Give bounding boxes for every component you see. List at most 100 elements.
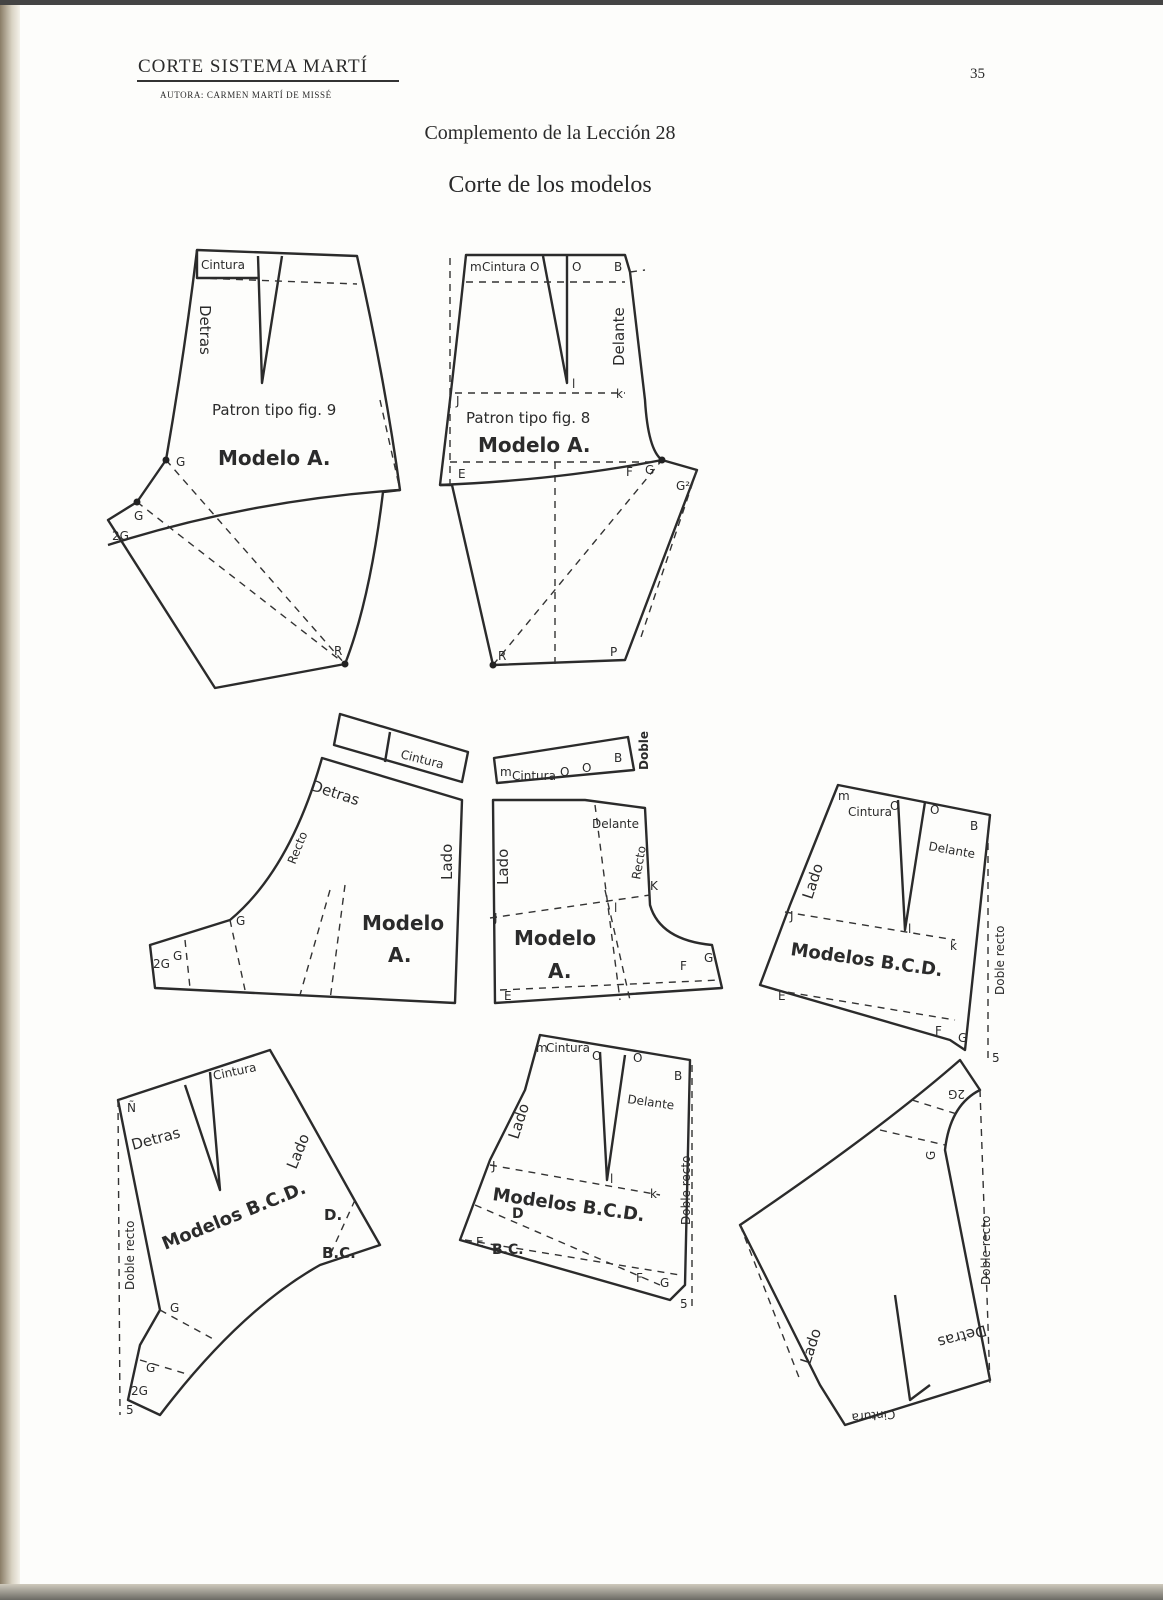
label-patron-tipo: Patron tipo fig. 8 [466,409,590,427]
label-point-k: k [950,939,957,953]
label-point-e: E [504,989,512,1003]
label-m: m [470,260,482,274]
label-5: 5 [992,1051,1000,1065]
label-detras: Detras [936,1321,989,1351]
label-point-g: G [660,1276,669,1290]
scan-border-bottom [0,1584,1163,1600]
label-point-f: F [935,1024,942,1038]
label-point-g: G [173,949,182,963]
label-point-2g: 2G [131,1384,148,1398]
label-m: m [536,1041,548,1055]
label-point-g: G [146,1361,155,1375]
label-cintura: Cintura [212,1060,258,1083]
label-recto: Recto [629,845,649,881]
page-number: 35 [970,66,985,82]
label-point-o: O [530,260,539,274]
label-point-o: O [582,761,591,775]
label-point-b: B [614,260,622,274]
label-point-b: B [674,1069,682,1083]
label-point-2g: 2G [153,957,170,971]
label-point-g: G [704,951,713,965]
header-rule [137,80,399,82]
label-modelo: Modelos B.C.D. [789,939,944,981]
label-cintura: Cintura [201,258,245,272]
label-point-o: O [890,799,899,813]
label-cintura: Cintura [848,805,892,819]
label-modelo-letter: A. [388,943,411,967]
label-doble-recto: Doble recto [679,1156,693,1225]
running-header-title: CORTE SISTEMA MARTÍ [138,56,368,77]
label-point-n: Ñ [127,1100,136,1115]
label-cintura: Cintura [512,769,556,783]
label-point-g: G [170,1301,179,1315]
label-cintura: Cintura [482,260,526,274]
label-5: 5 [126,1403,134,1417]
figure-front-modelo-a-cut: Lado Delante Recto K l J Modelo A. E F G [489,798,724,1005]
label-modelo: Modelo [514,926,596,950]
book-binding-edge [0,0,20,1600]
label-point-o: O [572,260,581,274]
label-point-g: G [176,455,185,469]
label-detras: Detras [196,305,214,355]
label-point-g: G [958,1031,967,1045]
label-point-2g: 2G [948,1087,965,1101]
label-point-o: O [633,1051,642,1065]
figure-back-modelo-a: Cintura Detras Patron tipo fig. 9 Modelo… [106,248,402,690]
label-modelo: Modelos B.C.D. [159,1178,309,1255]
label-point-o: O [560,765,569,779]
label-point-k: k [616,387,623,401]
label-detras: Detras [309,777,362,810]
label-point-l: l [610,1172,613,1186]
label-modelo: Modelo A. [218,446,331,470]
page-title: Corte de los modelos [448,172,652,198]
label-recto: Recto [285,830,311,867]
label-m: m [500,765,512,779]
label-m: m [838,789,850,803]
label-point-l: l [572,377,575,391]
label-detras: Detras [129,1124,182,1154]
label-doble-recto: Doble recto [123,1221,137,1290]
label-lado: Lado [799,861,827,901]
label-point-j: J [493,911,498,925]
label-lado: Lado [494,849,512,885]
label-point-k: K [650,879,659,893]
label-lado: Lado [797,1326,825,1366]
label-point-e: E [476,1235,484,1249]
figure-front-modelos-bcd-2: m Cintura O O B Delante Lado J l k Model… [458,1033,693,1311]
label-point-g: G [134,509,143,523]
label-point-k: k [650,1187,657,1201]
label-point-j: J [491,1159,496,1173]
label-modelo-letter: A. [548,959,571,983]
label-lado: Lado [438,844,456,880]
label-point-g: G [645,463,654,477]
label-point-r: R [498,649,506,663]
label-point-f: F [680,959,687,973]
label-patron-tipo: Patron tipo fig. 9 [212,401,336,419]
figure-back-modelos-bcd-1: Cintura Ñ Detras Lado Modelos B.C.D. D. … [116,1048,382,1417]
label-bc: B.C. [492,1242,524,1258]
label-point-l: l [908,922,911,936]
label-delante: Delante [592,817,639,831]
label-point-l: l [614,901,617,915]
label-doble-recto: Doble recto [993,926,1007,995]
label-delante: Delante [627,1092,676,1112]
label-lado: Lado [283,1131,313,1171]
figure-back-modelo-a-cut: Detras Recto Lado Modelo A. G 2G G [148,756,464,1005]
label-point-g: G [236,914,245,928]
label-delante: Delante [927,839,976,861]
figure-belt-front: m Cintura O O B Doble [492,731,651,785]
label-point-r: R [334,644,342,658]
label-point-2g: 2G [112,529,129,543]
figure-belt-back: Cintura [332,712,470,784]
running-header-author: AUTORA: CARMEN MARTÍ DE MISSÉ [160,90,332,100]
label-modelo: Modelo [362,911,444,935]
label-point-p: P [610,645,617,659]
label-5: 5 [680,1297,688,1311]
label-point-o: O [592,1049,601,1063]
label-modelo: Modelo A. [478,433,591,457]
label-point-b: B [970,819,978,833]
figure-front-modelo-a: m Cintura O O B Delante J l k Patron tip… [438,253,699,669]
label-cintura: Cintura [399,747,445,771]
label-doble: Doble [637,731,651,770]
